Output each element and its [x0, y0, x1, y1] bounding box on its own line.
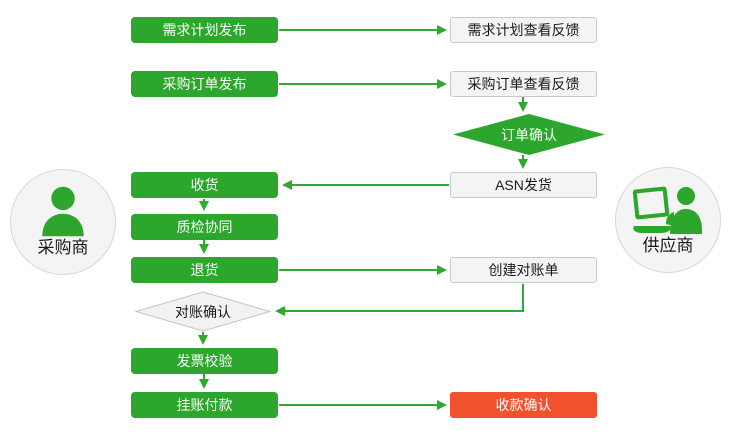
buyer-label: 采购商	[37, 238, 89, 257]
buyer-actor: 采购商	[10, 169, 116, 275]
decision-diamond-shape	[135, 291, 271, 332]
step-purchase-order-release: 采购订单发布	[131, 71, 278, 97]
step-demand-plan-feedback: 需求计划查看反馈	[450, 17, 597, 43]
step-receipt-confirm: 收款确认	[450, 392, 597, 418]
decision-order-confirm-label: 订单确认	[501, 126, 557, 143]
buyer-person-icon	[42, 186, 84, 237]
step-quality-collaboration: 质检协同	[131, 214, 278, 240]
supplier-actor: 供应商	[615, 167, 721, 273]
step-create-statement: 创建对账单	[450, 257, 597, 283]
step-receive-goods: 收货	[131, 172, 278, 198]
decision-reconcile-confirm-label: 对账确认	[175, 303, 231, 320]
supplier-label: 供应商	[642, 236, 694, 255]
step-demand-plan-release: 需求计划发布	[131, 17, 278, 43]
decision-order-confirm: 订单确认	[453, 114, 605, 155]
step-invoice-check: 发票校验	[131, 348, 278, 374]
step-purchase-order-feedback: 采购订单查看反馈	[450, 71, 597, 97]
step-return-goods: 退货	[131, 257, 278, 283]
step-payment-on-account: 挂账付款	[131, 392, 278, 418]
decision-diamond-shape	[453, 114, 605, 155]
decision-reconcile-confirm: 对账确认	[135, 291, 271, 332]
supplier-person-laptop-icon	[632, 186, 702, 234]
connector-statement-to-reconcile	[275, 284, 524, 316]
step-asn-shipment: ASN发货	[450, 172, 597, 198]
